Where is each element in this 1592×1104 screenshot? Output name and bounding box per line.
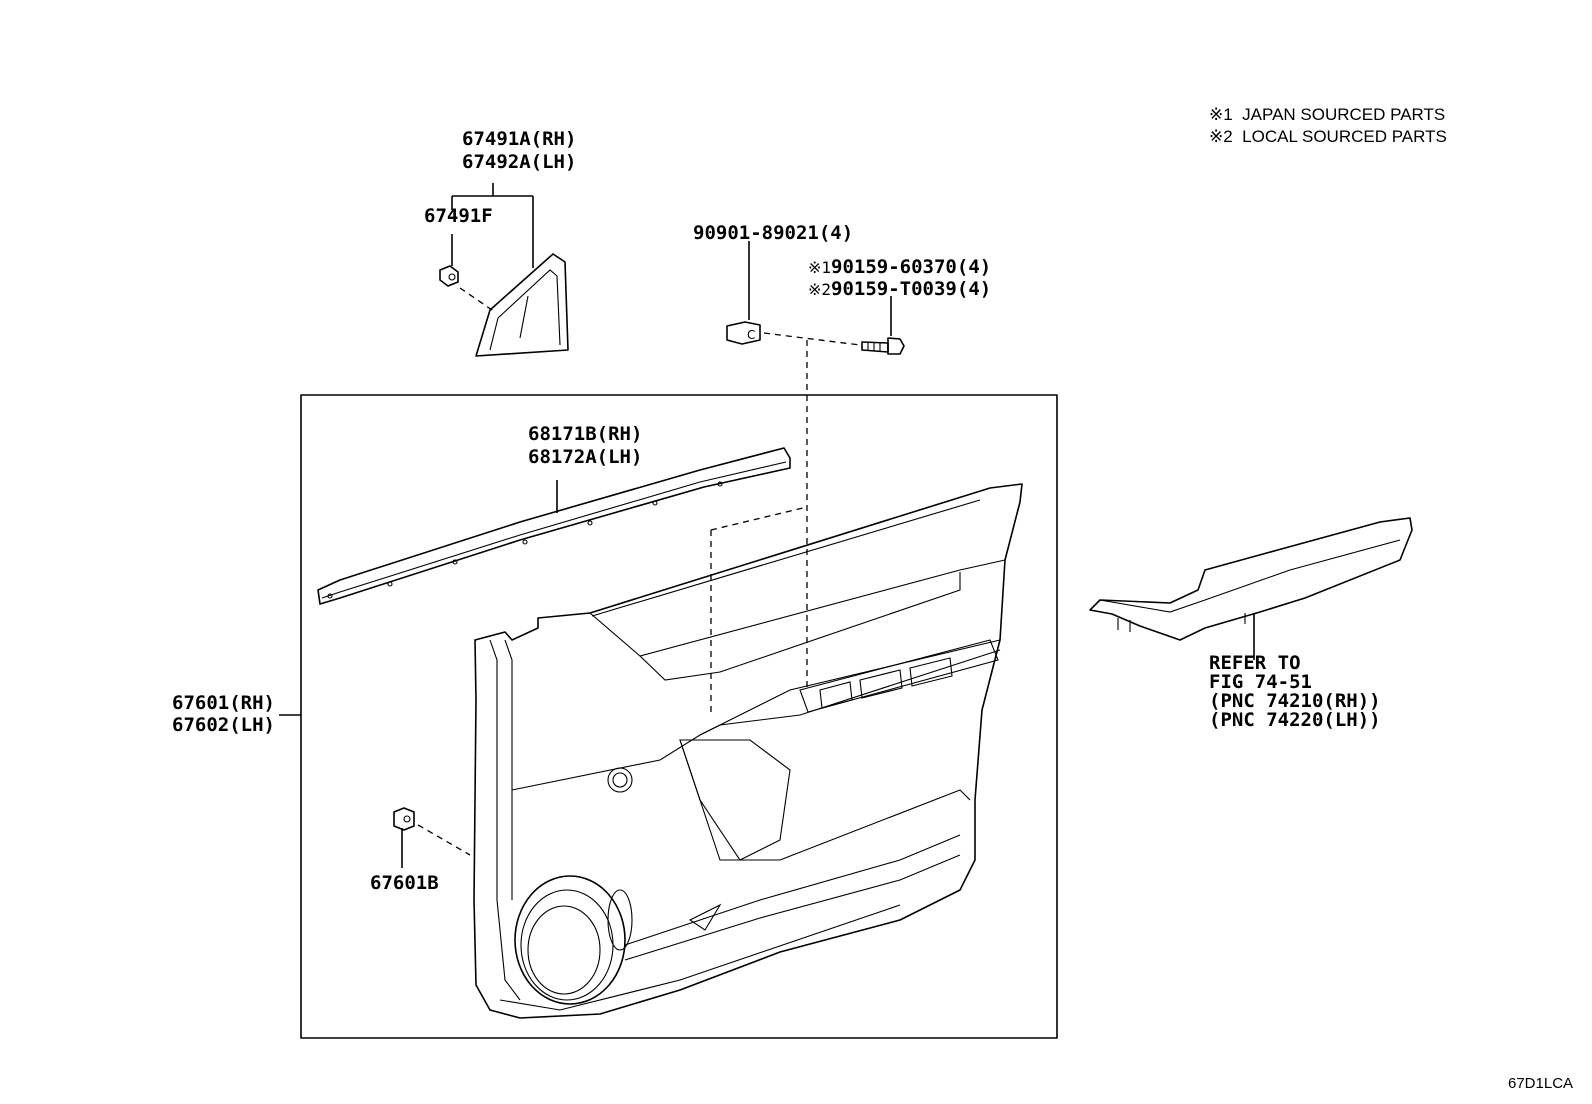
screw-2-partnumber[interactable]: 90159-T0039(4) — [831, 278, 992, 300]
door-trim-panel — [473, 483, 1023, 1019]
door-trim-clip-part — [393, 807, 415, 831]
armrest-part — [1089, 517, 1413, 641]
screw-1-partnumber[interactable]: 90159-60370(4) — [831, 256, 992, 278]
label-screw-2: ※290159-T0039(4) — [808, 278, 991, 301]
mirror-garnish-part — [475, 253, 569, 357]
alignment-dashes — [710, 340, 808, 712]
label-garnish-lh[interactable]: 67492A(LH) — [462, 151, 577, 173]
door-trim-assembly-box — [300, 394, 1058, 1039]
note-2: ※2 LOCAL SOURCED PARTS — [1209, 126, 1447, 147]
reference-line-1: REFER TO — [1209, 652, 1301, 674]
label-weatherstrip-rh[interactable]: 68171B(RH) — [528, 423, 643, 445]
reference-line-3[interactable]: (PNC 74210(RH)) — [1209, 690, 1381, 712]
label-door-trim-rh[interactable]: 67601(RH) — [172, 692, 275, 714]
label-door-trim-clip[interactable]: 67601B — [370, 872, 439, 894]
note-2-text: LOCAL SOURCED PARTS — [1242, 127, 1447, 146]
note-1-mark: ※1 — [1209, 105, 1233, 124]
garnish-leader-bracket — [451, 183, 534, 268]
figure-id: 67D1LCA — [1508, 1075, 1574, 1092]
clip-90901-part: C — [726, 321, 761, 345]
weatherstrip-part — [317, 447, 791, 605]
reference-line-2[interactable]: FIG 74-51 — [1209, 671, 1312, 693]
label-garnish-rh[interactable]: 67491A(RH) — [462, 128, 577, 150]
screw-2-mark: ※2 — [808, 280, 832, 299]
screw-1-mark: ※1 — [808, 258, 832, 277]
label-screw-1: ※190159-60370(4) — [808, 256, 991, 279]
garnish-clip-dash — [459, 287, 496, 313]
note-2-mark: ※2 — [1209, 127, 1233, 146]
label-weatherstrip-lh[interactable]: 68172A(LH) — [528, 446, 643, 468]
label-garnish-clip[interactable]: 67491F — [424, 205, 493, 227]
svg-text:C: C — [747, 328, 755, 342]
label-clip-90901[interactable]: 90901-89021(4) — [693, 222, 854, 244]
reference-line-4[interactable]: (PNC 74220(LH)) — [1209, 709, 1381, 731]
clip-screw-dash — [763, 332, 861, 346]
garnish-clip-67491F — [439, 265, 459, 287]
note-1-text: JAPAN SOURCED PARTS — [1242, 105, 1446, 124]
screw-part — [861, 337, 905, 355]
door-clip-dash — [417, 824, 471, 856]
label-door-trim-lh[interactable]: 67602(LH) — [172, 714, 275, 736]
note-1: ※1 JAPAN SOURCED PARTS — [1209, 104, 1445, 125]
